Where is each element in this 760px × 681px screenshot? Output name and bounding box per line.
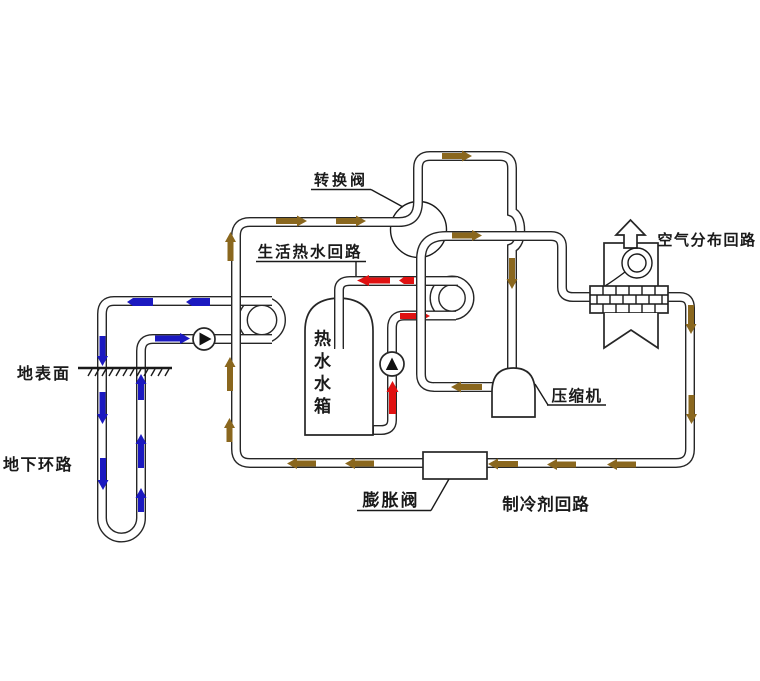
flow-arrow-refrigerant-down [685,305,697,334]
flow-arrow-suction [442,150,472,162]
flow-arrow-refrigerant-left [488,458,518,470]
flow-arrow-compressor-discharge [451,381,482,393]
tank-label-char: 水 [314,351,332,372]
flow-arrow-ground-up [135,488,147,512]
underground-loop-label: 地下环路 [3,455,73,474]
air-duct-lower [603,313,659,350]
flow-arrow-ground-down [97,336,108,366]
flow-arrow-ground-return [127,298,153,306]
compressor-body [491,367,536,418]
flow-arrow-refrigerant [276,215,307,227]
hot-water-tank: 热 水 水 箱 [304,297,374,436]
flow-arrow-ground-down [97,392,108,424]
flow-arrow-refrigerant-up [224,357,236,391]
tank-label-char: 热 [314,329,331,350]
flow-arrow-refrigerant-left [547,459,576,470]
dhw-loop-pipes [334,275,475,435]
flow-arrow-ground-up [135,434,147,468]
brick-heat-exchanger [589,285,669,314]
dhw-loop-label: 生活热水回路 [257,242,362,261]
ground-loop-pump-icon [192,327,216,351]
ground-surface-label: 地表面 [17,364,71,383]
air-handler [589,218,669,350]
reversing-valve-leader [370,188,404,208]
expansion-valve-label: 膨胀阀 [363,490,420,511]
flow-arrow-suction-down [506,258,518,289]
flow-arrow-to-pump [155,333,190,344]
labels: 转换阀 生活热水回路 空气分布回路 压缩机 膨胀阀 制冷剂回路 地表面 地下环路 [3,171,756,514]
reversing-valve-label: 转换阀 [314,171,368,189]
flow-arrow-refrigerant-down [686,395,697,424]
flow-arrow-refrigerant-up [225,232,236,261]
expansion-valve-leader [430,478,450,511]
flow-arrow-hot-water-up [386,381,399,414]
flow-arrow-refrigerant-left [345,458,374,469]
flow-arrow-ground-return [186,298,210,306]
expansion-valve-body [422,451,488,480]
compressor-label: 压缩机 [551,386,602,405]
ground-surface-hatch [78,366,172,377]
refrigerant-loop-label: 制冷剂回路 [502,494,590,514]
compressor-leader [534,383,549,406]
air-loop-label: 空气分布回路 [657,231,756,249]
flow-dash-hot-water [399,277,414,284]
dhw-pump-icon [379,351,405,377]
flow-arrow-ground-up [135,374,147,400]
air-flow-up-arrow-icon [613,218,648,249]
flow-arrow-refrigerant-left [607,459,636,470]
tank-label-char: 箱 [314,396,331,417]
fan-icon [604,247,653,287]
flow-arrow-refrigerant-left [287,458,316,469]
flow-arrow-hot-water-to-tank [357,275,390,286]
ground-loop-pipes [97,296,286,543]
refrigerant-loop-pipes [224,150,697,480]
flow-arrow-refrigerant-up [224,418,235,442]
flow-arrow-ground-down [97,458,109,490]
tank-label-char: 水 [314,374,332,395]
flow-arrow-refrigerant [336,215,366,227]
flow-arrow-to-air-coil [452,230,482,241]
